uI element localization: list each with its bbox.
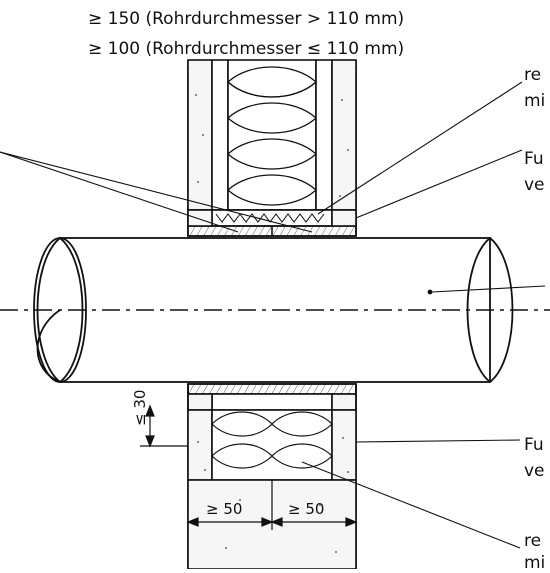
label-bottom-right-1b: ve	[524, 461, 545, 481]
depth-left-label: ≥ 50	[206, 500, 242, 518]
label-top-right-1a: re	[524, 65, 541, 85]
mineral-wool-top	[227, 66, 317, 206]
header-line-2: ≥ 100 (Rohrdurchmesser ≤ 110 mm)	[88, 39, 404, 59]
label-bottom-right-2b: mi	[524, 553, 545, 569]
leader-lines	[0, 81, 546, 549]
mineral-wool-bottom	[211, 411, 333, 469]
dimension-30-label: ≤ 30	[131, 390, 149, 426]
pipe	[0, 237, 550, 383]
depth-right-label: ≥ 50	[288, 500, 324, 518]
header-line-1: ≥ 150 (Rohrdurchmesser > 110 mm)	[88, 9, 404, 29]
pipe-left-end	[36, 309, 61, 383]
label-top-right-1b: mi	[524, 91, 545, 111]
label-top-right-2b: ve	[524, 175, 545, 195]
lower-wall	[187, 384, 357, 570]
concrete-speckles	[195, 94, 349, 553]
depth-dimension	[186, 480, 358, 530]
upper-collar	[187, 209, 357, 237]
label-bottom-right-1a: Fu	[524, 435, 544, 455]
dimension-30	[140, 404, 188, 448]
label-bottom-right-2a: re	[524, 531, 541, 551]
label-top-right-2a: Fu	[524, 149, 544, 169]
lower-collar	[187, 383, 357, 411]
